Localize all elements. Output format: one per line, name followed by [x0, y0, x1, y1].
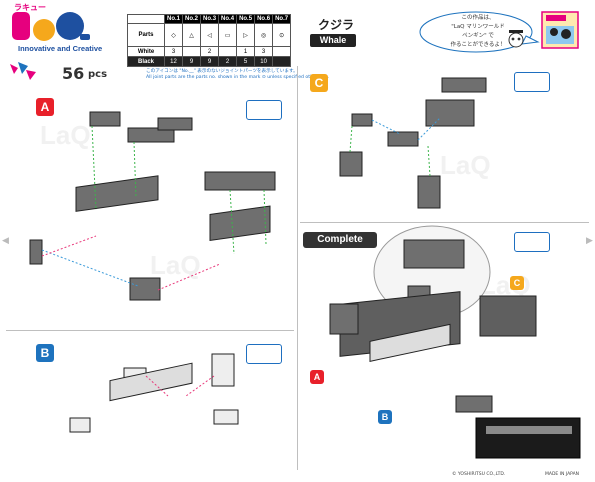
complete-tag-c: C — [510, 276, 524, 290]
made-in: MADE IN JAPAN — [545, 472, 580, 477]
parts-col: No.4 — [218, 14, 238, 24]
table-cell: 3 — [163, 46, 184, 57]
table-cell — [182, 46, 202, 57]
table-cell: 3 — [254, 46, 274, 57]
piece-unit: pcs — [88, 69, 108, 80]
copyright: © YOSHIRITSU CO.,LTD. — [452, 472, 506, 477]
complete-tag-a: A — [310, 370, 324, 384]
piece-shape-icon: ◇ — [163, 23, 184, 47]
table-cell: 9 — [200, 56, 220, 67]
parts-col: No.5 — [236, 14, 256, 24]
step-c-badge: C — [310, 74, 328, 92]
logo-kana: ラキュー — [14, 3, 46, 12]
step-c-diagram — [339, 77, 487, 209]
parts-col: No.2 — [182, 14, 202, 24]
complete-label: Complete — [303, 232, 377, 248]
piece-count-icon — [10, 62, 36, 80]
table-cell — [218, 46, 238, 57]
complete-tag-b: B — [378, 410, 392, 424]
row-label: Black — [127, 56, 165, 67]
table-cell: 5 — [236, 56, 256, 67]
parts-col: No.3 — [200, 14, 220, 24]
piece-count: 56 — [62, 64, 85, 83]
piece-shape-icon: ▭ — [218, 23, 238, 47]
table-cell: 9 — [182, 56, 202, 67]
logo-tagline: Innovative and Creative — [18, 44, 103, 53]
watermark: LaQ — [150, 250, 201, 280]
bubble-line: "LaQ マリンワールド — [451, 24, 505, 30]
row-label: White — [127, 46, 165, 57]
speech-bubble — [419, 11, 540, 53]
parts-col: No.1 — [163, 14, 184, 24]
table-cell: 2 — [200, 46, 220, 57]
model-title-ja: クジラ — [318, 18, 355, 32]
bubble-line: ペンギン" で — [462, 33, 494, 39]
product-box-image — [541, 11, 579, 49]
piece-shape-icon: ▷ — [236, 23, 256, 47]
table-row: Black 12 9 9 2 5 10 — [127, 56, 292, 67]
model-title-en: Whale — [310, 34, 356, 47]
panel-divider — [297, 66, 298, 470]
parts-label: Parts — [127, 23, 165, 47]
joint-note: このアイコンは "No.__" 表示のないジョイントパーツを表示しています。 A… — [146, 69, 336, 81]
joint-tool-icon — [514, 232, 550, 252]
next-page-arrow-icon[interactable]: ▶ — [586, 236, 593, 246]
watermark: LaQ — [440, 150, 491, 180]
step-a-badge: A — [36, 98, 54, 116]
bubble-line: 作ることができるよ！ — [450, 42, 506, 48]
table-cell: 10 — [254, 56, 274, 67]
watermark: LaQ — [40, 120, 91, 150]
assembly-diagrams — [29, 77, 581, 459]
complete-diagram — [329, 225, 581, 459]
step-b-badge: B — [36, 344, 54, 362]
prev-page-arrow-icon[interactable]: ◀ — [2, 236, 9, 246]
joint-tool-icon — [514, 72, 550, 92]
note-en: All joint parts are the parts no. shown … — [146, 75, 330, 80]
parts-col: No.6 — [254, 14, 274, 24]
piece-shape-icon: △ — [182, 23, 202, 47]
parts-table: No.1 No.2 No.3 No.4 No.5 No.6 No.7 Parts… — [127, 14, 292, 67]
step-b-diagram — [69, 353, 239, 433]
piece-shape-icon: ⊙ — [272, 23, 292, 47]
table-cell — [272, 46, 292, 57]
panel-divider — [300, 222, 589, 223]
table-cell: 2 — [218, 56, 238, 67]
joint-tool-icon — [246, 100, 282, 120]
table-cell: 12 — [163, 56, 184, 67]
note-ja: このアイコンは "No.__" 表示のないジョイントパーツを表示しています。 — [146, 69, 298, 74]
parts-col: No.7 — [272, 14, 292, 24]
bubble-line: この作品は、 — [461, 15, 495, 21]
step-a-diagram — [29, 111, 276, 301]
piece-shape-icon: ◁ — [200, 23, 220, 47]
table-cell: 1 — [236, 46, 256, 57]
table-cell — [272, 56, 292, 67]
laq-logo — [12, 12, 90, 41]
joint-tool-icon — [246, 344, 282, 364]
table-row: White 3 2 1 3 — [127, 46, 292, 57]
piece-shape-icon: ◎ — [254, 23, 274, 47]
panel-divider — [6, 330, 294, 331]
bubble-text: この作品は、 "LaQ マリンワールド ペンギン" で 作ることができるよ！ — [428, 14, 528, 50]
